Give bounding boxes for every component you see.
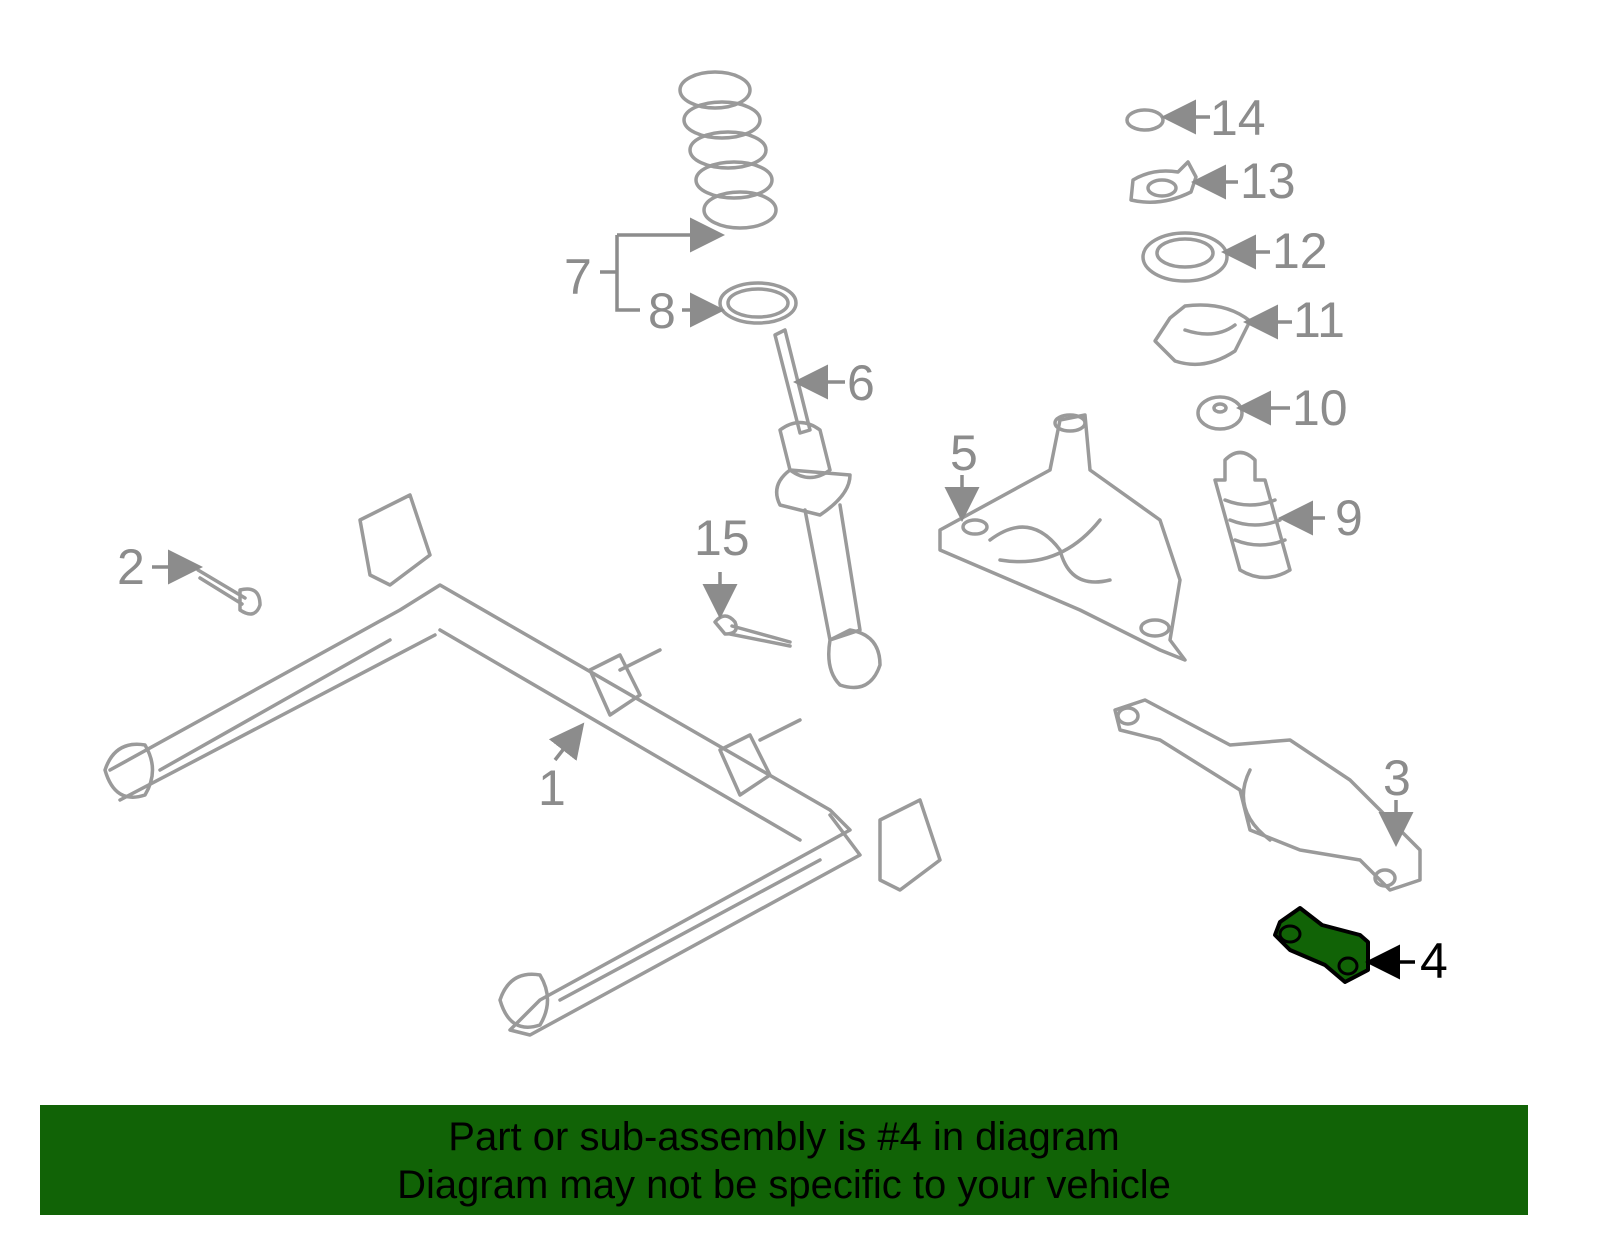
callout-15[interactable]: 15	[694, 510, 750, 566]
part-11-mount[interactable]	[1153, 303, 1252, 367]
callout-10[interactable]: 10	[1292, 380, 1348, 436]
callout-12[interactable]: 12	[1272, 223, 1328, 279]
part-7-coil-spring[interactable]	[678, 70, 778, 230]
part-13-plate[interactable]	[1129, 160, 1198, 204]
info-banner: Part or sub-assembly is #4 in diagram Di…	[40, 1105, 1528, 1215]
banner-line-2: Diagram may not be specific to your vehi…	[397, 1163, 1171, 1207]
callout-3[interactable]: 3	[1383, 750, 1411, 806]
callout-5[interactable]: 5	[950, 425, 978, 481]
part-3-lower-arm[interactable]	[1113, 698, 1422, 892]
part-8-spring-seat[interactable]	[718, 281, 798, 325]
part-1-axle-beam[interactable]	[103, 493, 942, 1037]
part-10-washer[interactable]	[1196, 395, 1244, 431]
callout-8[interactable]: 8	[648, 283, 676, 339]
part-9-boot[interactable]	[1213, 450, 1292, 580]
part-5-carrier[interactable]	[938, 413, 1187, 662]
parts-diagram: 14 13 12 11 10 9 5 3 4 6 7 8 15 2 1	[103, 70, 1448, 1037]
callout-9[interactable]: 9	[1335, 490, 1363, 546]
callout-13[interactable]: 13	[1240, 153, 1296, 209]
callout-1[interactable]: 1	[538, 760, 566, 816]
callout-4[interactable]: 4	[1420, 933, 1448, 989]
banner-line-1: Part or sub-assembly is #4 in diagram	[448, 1115, 1120, 1159]
part-14-ring[interactable]	[1125, 108, 1165, 132]
callout-14[interactable]: 14	[1210, 90, 1266, 146]
part-6-shock-absorber[interactable]	[773, 328, 882, 690]
leader-lines	[152, 99, 1415, 980]
callout-labels: 14 13 12 11 10 9 5 3 4 6 7 8 15 2 1	[117, 90, 1448, 989]
callout-6[interactable]: 6	[847, 355, 875, 411]
callout-2[interactable]: 2	[117, 539, 145, 595]
callout-11[interactable]: 11	[1293, 292, 1345, 348]
part-2-bolt[interactable]	[196, 568, 262, 616]
part-4-link-highlighted[interactable]	[1273, 906, 1370, 984]
part-15-bolt[interactable]	[713, 614, 792, 648]
callout-7[interactable]: 7	[564, 249, 592, 305]
part-12-insulator[interactable]	[1141, 231, 1229, 283]
